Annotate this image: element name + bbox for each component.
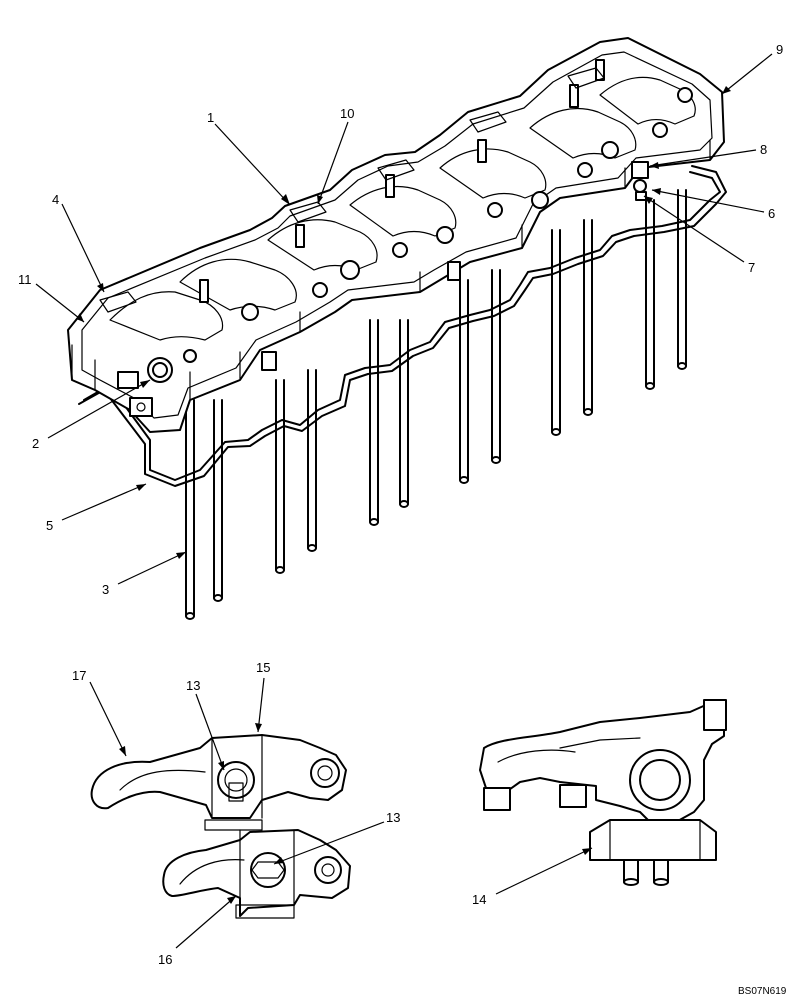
leader-13a — [195, 693, 225, 771]
leader-1 — [214, 123, 291, 206]
leader-lines — [35, 53, 773, 949]
leader-6 — [651, 189, 765, 213]
figure-reference-code: BS07N619 — [738, 986, 787, 997]
callout-1: 1 — [207, 110, 214, 125]
leader-15 — [257, 677, 265, 733]
arrowhead-4 — [97, 283, 104, 292]
arrowhead-9 — [722, 86, 731, 94]
leader-16 — [175, 895, 237, 949]
arrowhead-3 — [176, 552, 186, 559]
callout-3: 3 — [102, 582, 109, 597]
leader-9 — [721, 53, 773, 95]
leader-7 — [643, 195, 745, 263]
rocker-assemblies — [99, 59, 696, 383]
callout-2: 2 — [32, 436, 39, 451]
callout-6: 6 — [768, 206, 775, 221]
callout-10: 10 — [340, 106, 354, 121]
leader-2 — [47, 379, 151, 439]
leader-8 — [649, 149, 757, 167]
callout-17: 17 — [72, 668, 86, 683]
rocker-arm-detail-upper — [90, 734, 347, 831]
arrowhead-11 — [76, 313, 84, 322]
leader-4 — [61, 203, 105, 293]
arrowhead-10 — [317, 195, 323, 204]
callout-numbers: 1 2 3 4 5 6 7 8 9 10 11 13 13 14 15 16 1… — [18, 42, 783, 967]
callout-14: 14 — [472, 892, 486, 907]
callout-13-upper: 13 — [186, 678, 200, 693]
leader-3 — [117, 551, 187, 585]
callout-9: 9 — [776, 42, 783, 57]
arrowhead-2 — [140, 380, 150, 388]
callout-5: 5 — [46, 518, 53, 533]
arrowhead-8 — [650, 162, 659, 169]
leader-5 — [61, 483, 147, 521]
arrowhead-6 — [652, 188, 661, 195]
arrowhead-15 — [255, 723, 262, 732]
callout-16: 16 — [158, 952, 172, 967]
leader-11 — [35, 283, 85, 323]
callout-11: 11 — [18, 272, 32, 287]
arrowhead-7 — [644, 196, 653, 204]
callout-13-lower: 13 — [386, 810, 400, 825]
callout-8: 8 — [760, 142, 767, 157]
arrowhead-14 — [582, 848, 592, 855]
arrowhead-13a — [218, 761, 224, 770]
arrowhead-1 — [281, 194, 290, 205]
arrowhead-16 — [227, 896, 236, 904]
leader-10 — [317, 121, 349, 205]
rocker-assembly-detail — [479, 699, 727, 886]
arrowhead-5 — [136, 484, 146, 491]
leader-17 — [89, 681, 127, 757]
arrowhead-13b — [274, 857, 284, 864]
callout-4: 4 — [52, 192, 59, 207]
arrowhead-17 — [119, 746, 126, 756]
callout-15: 15 — [256, 660, 270, 675]
callout-7: 7 — [748, 260, 755, 275]
rocker-arm-detail-lower — [162, 829, 351, 919]
leader-13b — [273, 821, 385, 865]
leader-14 — [495, 847, 593, 895]
rocker-housing-gasket — [78, 165, 727, 487]
